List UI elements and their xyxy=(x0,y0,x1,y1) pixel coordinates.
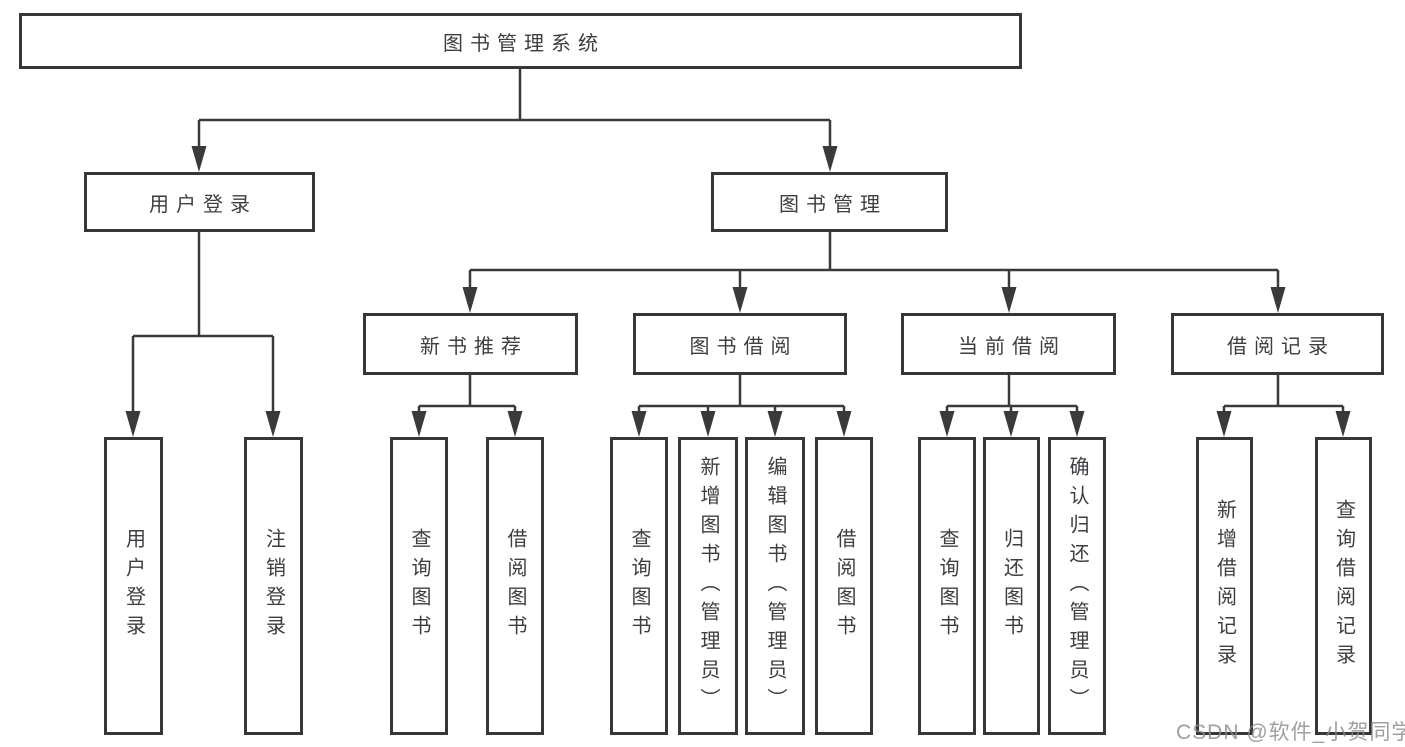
node-cur-confirm-return-admin-label: 确认归还（管理员） xyxy=(1066,455,1088,717)
node-rec-query-books-label: 查询图书 xyxy=(408,528,430,644)
node-cur-query-books-label: 查询图书 xyxy=(936,528,958,644)
node-rec-borrow-books-label: 借阅图书 xyxy=(504,528,526,644)
connector-current-borrow xyxy=(939,373,1085,437)
node-rcd-query-record-label: 查询借阅记录 xyxy=(1332,499,1355,673)
arrowhead-icon xyxy=(631,411,647,437)
node-cur-query-books: 查询图书 xyxy=(918,437,976,735)
node-new-book-recommend: 新书推荐 xyxy=(363,313,578,375)
node-new-book-recommend-label: 新书推荐 xyxy=(420,335,528,358)
node-root-label: 图书管理系统 xyxy=(443,32,605,55)
connector-book-borrow xyxy=(631,373,852,437)
node-current-borrow-label: 当前借阅 xyxy=(958,335,1066,358)
node-bor-query-books: 查询图书 xyxy=(610,437,668,735)
arrowhead-icon xyxy=(1003,411,1019,437)
arrowhead-icon xyxy=(411,411,427,437)
arrowhead-icon xyxy=(822,146,838,172)
arrowhead-icon xyxy=(1335,411,1351,437)
node-borrow-records-label: 借阅记录 xyxy=(1227,335,1335,358)
node-rcd-add-record: 新增借阅记录 xyxy=(1196,437,1253,735)
csdn-watermark: CSDN @软件_小贺同学 xyxy=(1176,721,1405,744)
connector-borrow-records xyxy=(1216,373,1351,437)
node-current-borrow: 当前借阅 xyxy=(901,313,1116,375)
node-rec-query-books: 查询图书 xyxy=(390,437,448,735)
node-book-management-label: 图书管理 xyxy=(779,193,887,216)
node-bor-edit-books-admin: 编辑图书（管理员） xyxy=(745,437,805,735)
arrowhead-icon xyxy=(700,411,716,437)
arrowhead-icon xyxy=(767,411,783,437)
arrowhead-icon xyxy=(191,146,207,172)
node-rec-borrow-books: 借阅图书 xyxy=(486,437,544,735)
node-user-login-label: 用户登录 xyxy=(149,193,257,216)
arrowhead-icon xyxy=(1069,411,1085,437)
arrowhead-icon xyxy=(939,411,955,437)
node-cur-return-books-label: 归还图书 xyxy=(1000,528,1023,644)
arrowhead-icon xyxy=(732,287,748,313)
node-bor-add-books-admin-label: 新增图书（管理员） xyxy=(697,455,719,717)
node-cur-return-books: 归还图书 xyxy=(983,437,1040,735)
node-bor-add-books-admin: 新增图书（管理员） xyxy=(678,437,738,735)
node-cur-confirm-return-admin: 确认归还（管理员） xyxy=(1048,437,1106,735)
arrowhead-icon xyxy=(1270,287,1286,313)
connector-new-book-recommend xyxy=(411,373,523,437)
node-leaf-logout-label: 注销登录 xyxy=(262,528,285,644)
node-bor-query-books-label: 查询图书 xyxy=(628,528,650,644)
node-borrow-records: 借阅记录 xyxy=(1171,313,1384,375)
arrowhead-icon xyxy=(1216,411,1232,437)
arrowhead-icon xyxy=(507,411,523,437)
node-leaf-logout: 注销登录 xyxy=(244,437,303,735)
node-rcd-query-record: 查询借阅记录 xyxy=(1315,437,1372,735)
node-leaf-user-login-label: 用户登录 xyxy=(122,528,145,644)
node-bor-borrow-books: 借阅图书 xyxy=(815,437,873,735)
connector-user-login xyxy=(125,230,281,437)
node-user-login: 用户登录 xyxy=(84,172,315,232)
node-rcd-add-record-label: 新增借阅记录 xyxy=(1213,499,1236,673)
node-bor-edit-books-admin-label: 编辑图书（管理员） xyxy=(764,455,786,717)
node-book-borrow: 图书借阅 xyxy=(633,313,847,375)
connector-book-management xyxy=(462,230,1286,313)
arrowhead-icon xyxy=(836,411,852,437)
arrowhead-icon xyxy=(265,411,281,437)
node-book-borrow-label: 图书借阅 xyxy=(689,335,798,358)
node-root: 图书管理系统 xyxy=(19,13,1022,69)
node-book-management: 图书管理 xyxy=(711,172,948,232)
connector-root xyxy=(191,67,838,172)
arrowhead-icon xyxy=(1001,287,1017,313)
arrowhead-icon xyxy=(462,287,478,313)
arrowhead-icon xyxy=(125,411,141,437)
node-leaf-user-login: 用户登录 xyxy=(104,437,163,735)
node-bor-borrow-books-label: 借阅图书 xyxy=(833,528,855,644)
